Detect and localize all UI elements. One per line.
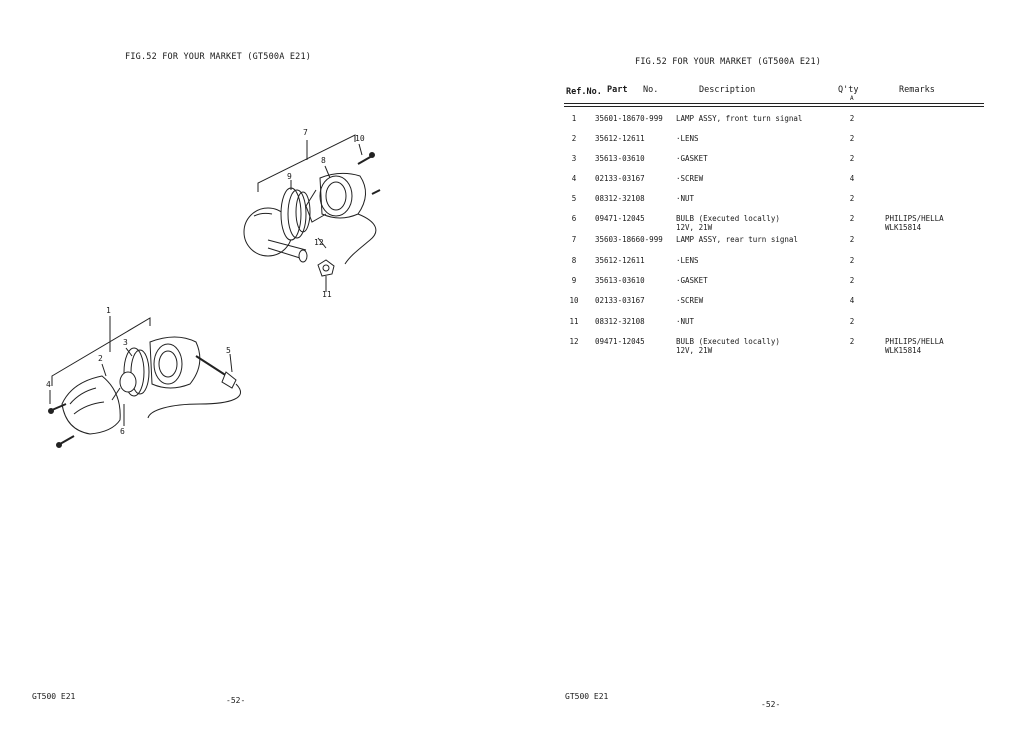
figure-title: FIG.52 FOR YOUR MARKET (GT500A E21) (125, 52, 312, 62)
ref-no: 1 (571, 114, 577, 123)
part-number: 08312-32108 (595, 317, 645, 326)
ref-no: 3 (571, 154, 577, 163)
description: ·NUT (676, 317, 695, 326)
description: ·SCREW (676, 174, 704, 183)
part-number: 35613-03610 (595, 154, 645, 163)
callout-label: 7 (303, 128, 308, 137)
part-number: 35612-12611 (595, 134, 645, 143)
table-row: 3 35613-03610 ·GASKET 2 (512, 154, 1024, 174)
column-header-ref-no: Ref.No. (566, 87, 602, 97)
remarks-detail: WLK15814 (885, 223, 922, 232)
ref-no: 2 (571, 134, 577, 143)
description: BULB (Executed locally) (676, 337, 780, 346)
page-number: -52- (761, 700, 781, 709)
table-row: 6 09471-12045 BULB (Executed locally) 12… (512, 214, 1024, 234)
footer-model: GT500 E21 (565, 692, 609, 701)
description: ·GASKET (676, 276, 708, 285)
table-row: 2 35612-12611 ·LENS 2 (512, 134, 1024, 154)
table-row: 5 08312-32108 ·NUT 2 (512, 194, 1024, 214)
quantity: 2 (849, 337, 855, 346)
table-row: 8 35612-12611 ·LENS 2 (512, 256, 1024, 276)
remarks-detail: WLK15814 (885, 346, 922, 355)
table-row: 9 35613-03610 ·GASKET 2 (512, 276, 1024, 296)
column-header-part: Part (607, 85, 628, 95)
quantity: 2 (849, 276, 855, 285)
footer-model: GT500 E21 (32, 692, 76, 701)
quantity: 2 (849, 256, 855, 265)
header-rule (564, 103, 984, 104)
callout-label: 2 (98, 354, 103, 363)
ref-no: 5 (571, 194, 577, 203)
table-row: 7 35603-18660-999 LAMP ASSY, rear turn s… (512, 235, 1024, 255)
quantity: 2 (849, 134, 855, 143)
description: LAMP ASSY, front turn signal (676, 114, 803, 123)
column-header-description: Description (699, 85, 756, 95)
description: ·LENS (676, 134, 699, 143)
callout-label: 9 (287, 172, 292, 181)
table-row: 1 35601-18670-999 LAMP ASSY, front turn … (512, 114, 1024, 134)
description: ·NUT (676, 194, 695, 203)
part-number: 02133-03167 (595, 296, 645, 305)
description: ·SCREW (676, 296, 704, 305)
remarks: PHILIPS/HELLA (885, 337, 944, 346)
left-page: FIG.52 FOR YOUR MARKET (GT500A E21) (32, 52, 381, 705)
table-row: 4 02133-03167 ·SCREW 4 (512, 174, 1024, 194)
callout-label: 4 (46, 380, 51, 389)
part-number: 09471-12045 (595, 337, 645, 346)
quantity: 2 (849, 114, 855, 123)
part-number: 08312-32108 (595, 194, 645, 203)
description: BULB (Executed locally) (676, 214, 780, 223)
quantity: 4 (849, 296, 855, 305)
callout-label: 10 (355, 134, 365, 143)
column-header-no: No. (643, 85, 659, 95)
table-row: 11 08312-32108 ·NUT 2 (512, 317, 1024, 337)
column-header-qty: Q'ty (838, 85, 859, 95)
ref-no: 10 (569, 296, 579, 305)
description-detail: 12V, 21W (676, 346, 713, 355)
description-detail: 12V, 21W (676, 223, 713, 232)
ref-no: 8 (571, 256, 577, 265)
callout-label: 5 (226, 346, 231, 355)
exploded-parts-diagram (48, 134, 381, 448)
header-rule (564, 106, 984, 107)
ref-no: 12 (569, 337, 579, 346)
remarks: PHILIPS/HELLA (885, 214, 944, 223)
callout-label: 6 (120, 427, 125, 436)
page-number: -52- (226, 696, 246, 705)
part-number: 35601-18670-999 (595, 114, 663, 123)
figure-title: FIG.52 FOR YOUR MARKET (GT500A E21) (635, 57, 822, 67)
column-header-remarks: Remarks (899, 85, 935, 95)
quantity: 2 (849, 317, 855, 326)
column-header-qty-sub: A (850, 95, 854, 102)
part-number: 02133-03167 (595, 174, 645, 183)
description: ·LENS (676, 256, 699, 265)
description: ·GASKET (676, 154, 708, 163)
table-row: 10 02133-03167 ·SCREW 4 (512, 296, 1024, 316)
part-number: 09471-12045 (595, 214, 645, 223)
quantity: 2 (849, 235, 855, 244)
right-page: FIG.52 FOR YOUR MARKET (GT500A E21) Ref.… (512, 0, 1024, 737)
ref-no: 11 (569, 317, 579, 326)
quantity: 4 (849, 174, 855, 183)
quantity: 2 (849, 154, 855, 163)
quantity: 2 (849, 214, 855, 223)
description: LAMP ASSY, rear turn signal (676, 235, 798, 244)
part-number: 35603-18660-999 (595, 235, 663, 244)
ref-no: 6 (571, 214, 577, 223)
callout-label: 12 (314, 238, 324, 247)
part-number: 35613-03610 (595, 276, 645, 285)
callout-label: 11 (322, 290, 332, 299)
table-row: 12 09471-12045 BULB (Executed locally) 1… (512, 337, 1024, 357)
ref-no: 4 (571, 174, 577, 183)
ref-no: 7 (571, 235, 577, 244)
callout-label: 3 (123, 338, 128, 347)
part-number: 35612-12611 (595, 256, 645, 265)
callout-label: 8 (321, 156, 326, 165)
callout-label: 1 (106, 306, 111, 315)
quantity: 2 (849, 194, 855, 203)
ref-no: 9 (571, 276, 577, 285)
